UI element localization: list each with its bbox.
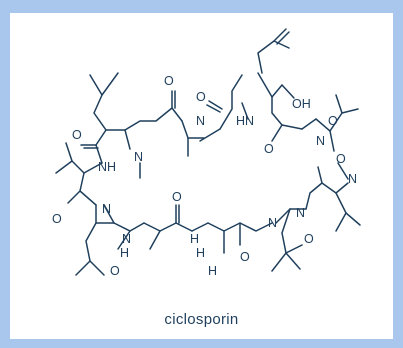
- atom-n4: N: [348, 172, 357, 186]
- atom-n6: N: [296, 206, 305, 220]
- bond-group-top-middle: [206, 28, 359, 180]
- atom-o7: O: [52, 212, 62, 226]
- atom-o4: O: [264, 142, 274, 156]
- atom-nh1: NH: [98, 160, 116, 174]
- atom-o9: O: [304, 232, 314, 246]
- bond-group-bottom: [75, 204, 273, 276]
- atom-o2: O: [164, 74, 174, 88]
- atom-n5: N: [102, 202, 111, 216]
- atom-o6: O: [336, 152, 346, 166]
- atom-o5: O: [328, 114, 338, 128]
- atom-hn1: HN: [236, 114, 254, 128]
- atom-o11: O: [110, 264, 120, 278]
- atom-o1: O: [72, 128, 82, 142]
- ciclosporin-structure: O NH N O N O HN OH O N O N O O N O N O N…: [52, 28, 361, 278]
- atom-n3: N: [316, 134, 325, 148]
- atom-n2: N: [196, 114, 205, 128]
- atom-n7: N: [268, 216, 277, 230]
- atom-h4: H: [208, 264, 217, 278]
- structure-panel: O NH N O N O HN OH O N O N O O N O N O N…: [10, 13, 393, 339]
- atom-oh: OH: [292, 97, 311, 111]
- atom-h2: H: [196, 246, 205, 260]
- atom-o3: O: [196, 90, 206, 104]
- atom-h3: H: [190, 232, 199, 246]
- atom-h1: H: [120, 246, 129, 260]
- atom-n8: N: [122, 232, 131, 246]
- bond-group-top-left: [80, 72, 221, 179]
- bond-group-right: [271, 166, 361, 272]
- atom-o10: O: [240, 250, 250, 264]
- figure-caption: ciclosporin: [164, 311, 239, 328]
- atom-o8: O: [172, 190, 182, 204]
- bond-group-left: [55, 142, 103, 224]
- atom-n1: N: [134, 150, 143, 164]
